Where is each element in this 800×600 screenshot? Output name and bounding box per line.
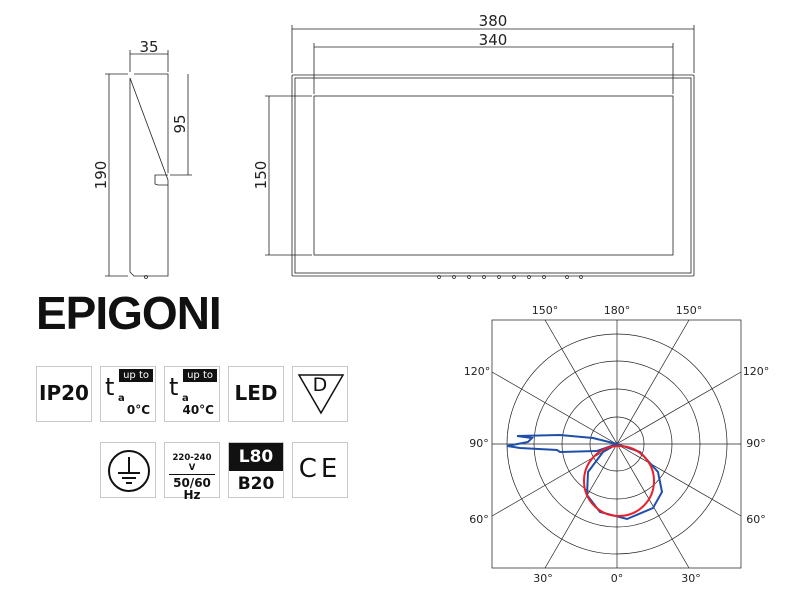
dim-hook-height: 95 bbox=[171, 114, 189, 133]
lifetime-icon: L80 B20 bbox=[228, 442, 284, 498]
d-mark-text: D bbox=[312, 374, 328, 396]
front-view bbox=[265, 25, 695, 279]
t-symbol: t bbox=[105, 373, 115, 401]
product-name: EPIGONI bbox=[36, 287, 222, 339]
a-subscript: a bbox=[118, 393, 125, 404]
upto-label: up to bbox=[183, 369, 217, 382]
ip-rating-text: IP20 bbox=[39, 381, 89, 405]
angle-label: 120° bbox=[743, 365, 770, 378]
ce-mark-text: CE bbox=[298, 454, 342, 484]
ce-mark-icon: CE bbox=[292, 442, 348, 498]
dim-width-outer: 380 bbox=[479, 12, 508, 30]
angle-label: 150° bbox=[532, 304, 559, 317]
angle-label: 0° bbox=[611, 572, 624, 585]
ip-rating-icon: IP20 bbox=[36, 366, 92, 422]
angle-label: 30° bbox=[533, 572, 553, 585]
angle-label: 120° bbox=[464, 365, 491, 378]
side-view bbox=[105, 50, 192, 279]
d-mark-icon: D bbox=[292, 366, 348, 422]
led-text: LED bbox=[234, 381, 278, 405]
voltage-text: 220-240 V bbox=[169, 453, 215, 475]
angle-label: 60° bbox=[469, 513, 489, 526]
dim-height: 190 bbox=[92, 161, 110, 190]
dim-width-inner: 340 bbox=[479, 31, 508, 49]
led-icon: LED bbox=[228, 366, 284, 422]
frequency-text: 50/60 bbox=[173, 476, 211, 490]
angle-label: 90° bbox=[469, 437, 489, 450]
a-subscript: a bbox=[182, 393, 189, 404]
temp-value: 40°C bbox=[182, 403, 214, 417]
polar-frame bbox=[491, 319, 742, 569]
lifetime-l-text: L80 bbox=[229, 443, 283, 471]
angle-label: 60° bbox=[746, 513, 766, 526]
ambient-temp-min-icon: up to t a 0°C bbox=[100, 366, 156, 422]
polar-grid bbox=[491, 319, 742, 569]
angle-label: 30° bbox=[681, 572, 701, 585]
angle-label: 90° bbox=[746, 437, 766, 450]
dim-panel-height: 150 bbox=[252, 161, 270, 190]
voltage-icon: 220-240 V 50/60 Hz bbox=[164, 442, 220, 502]
technical-drawing: 35 190 95 380 340 150 bbox=[92, 12, 695, 279]
t-symbol: t bbox=[169, 373, 179, 401]
hz-text: Hz bbox=[183, 488, 201, 502]
curve-c0-c180 bbox=[506, 433, 664, 521]
lifetime-b-text: B20 bbox=[237, 474, 275, 494]
curve-c90-c270 bbox=[583, 445, 655, 517]
temp-value: 0°C bbox=[126, 403, 150, 417]
earth-ground-icon bbox=[100, 442, 156, 498]
ambient-temp-max-icon: up to t a 40°C bbox=[164, 366, 220, 422]
angle-label: 180° bbox=[604, 304, 631, 317]
dim-depth: 35 bbox=[139, 38, 158, 56]
angle-label: 150° bbox=[676, 304, 703, 317]
upto-label: up to bbox=[119, 369, 153, 382]
